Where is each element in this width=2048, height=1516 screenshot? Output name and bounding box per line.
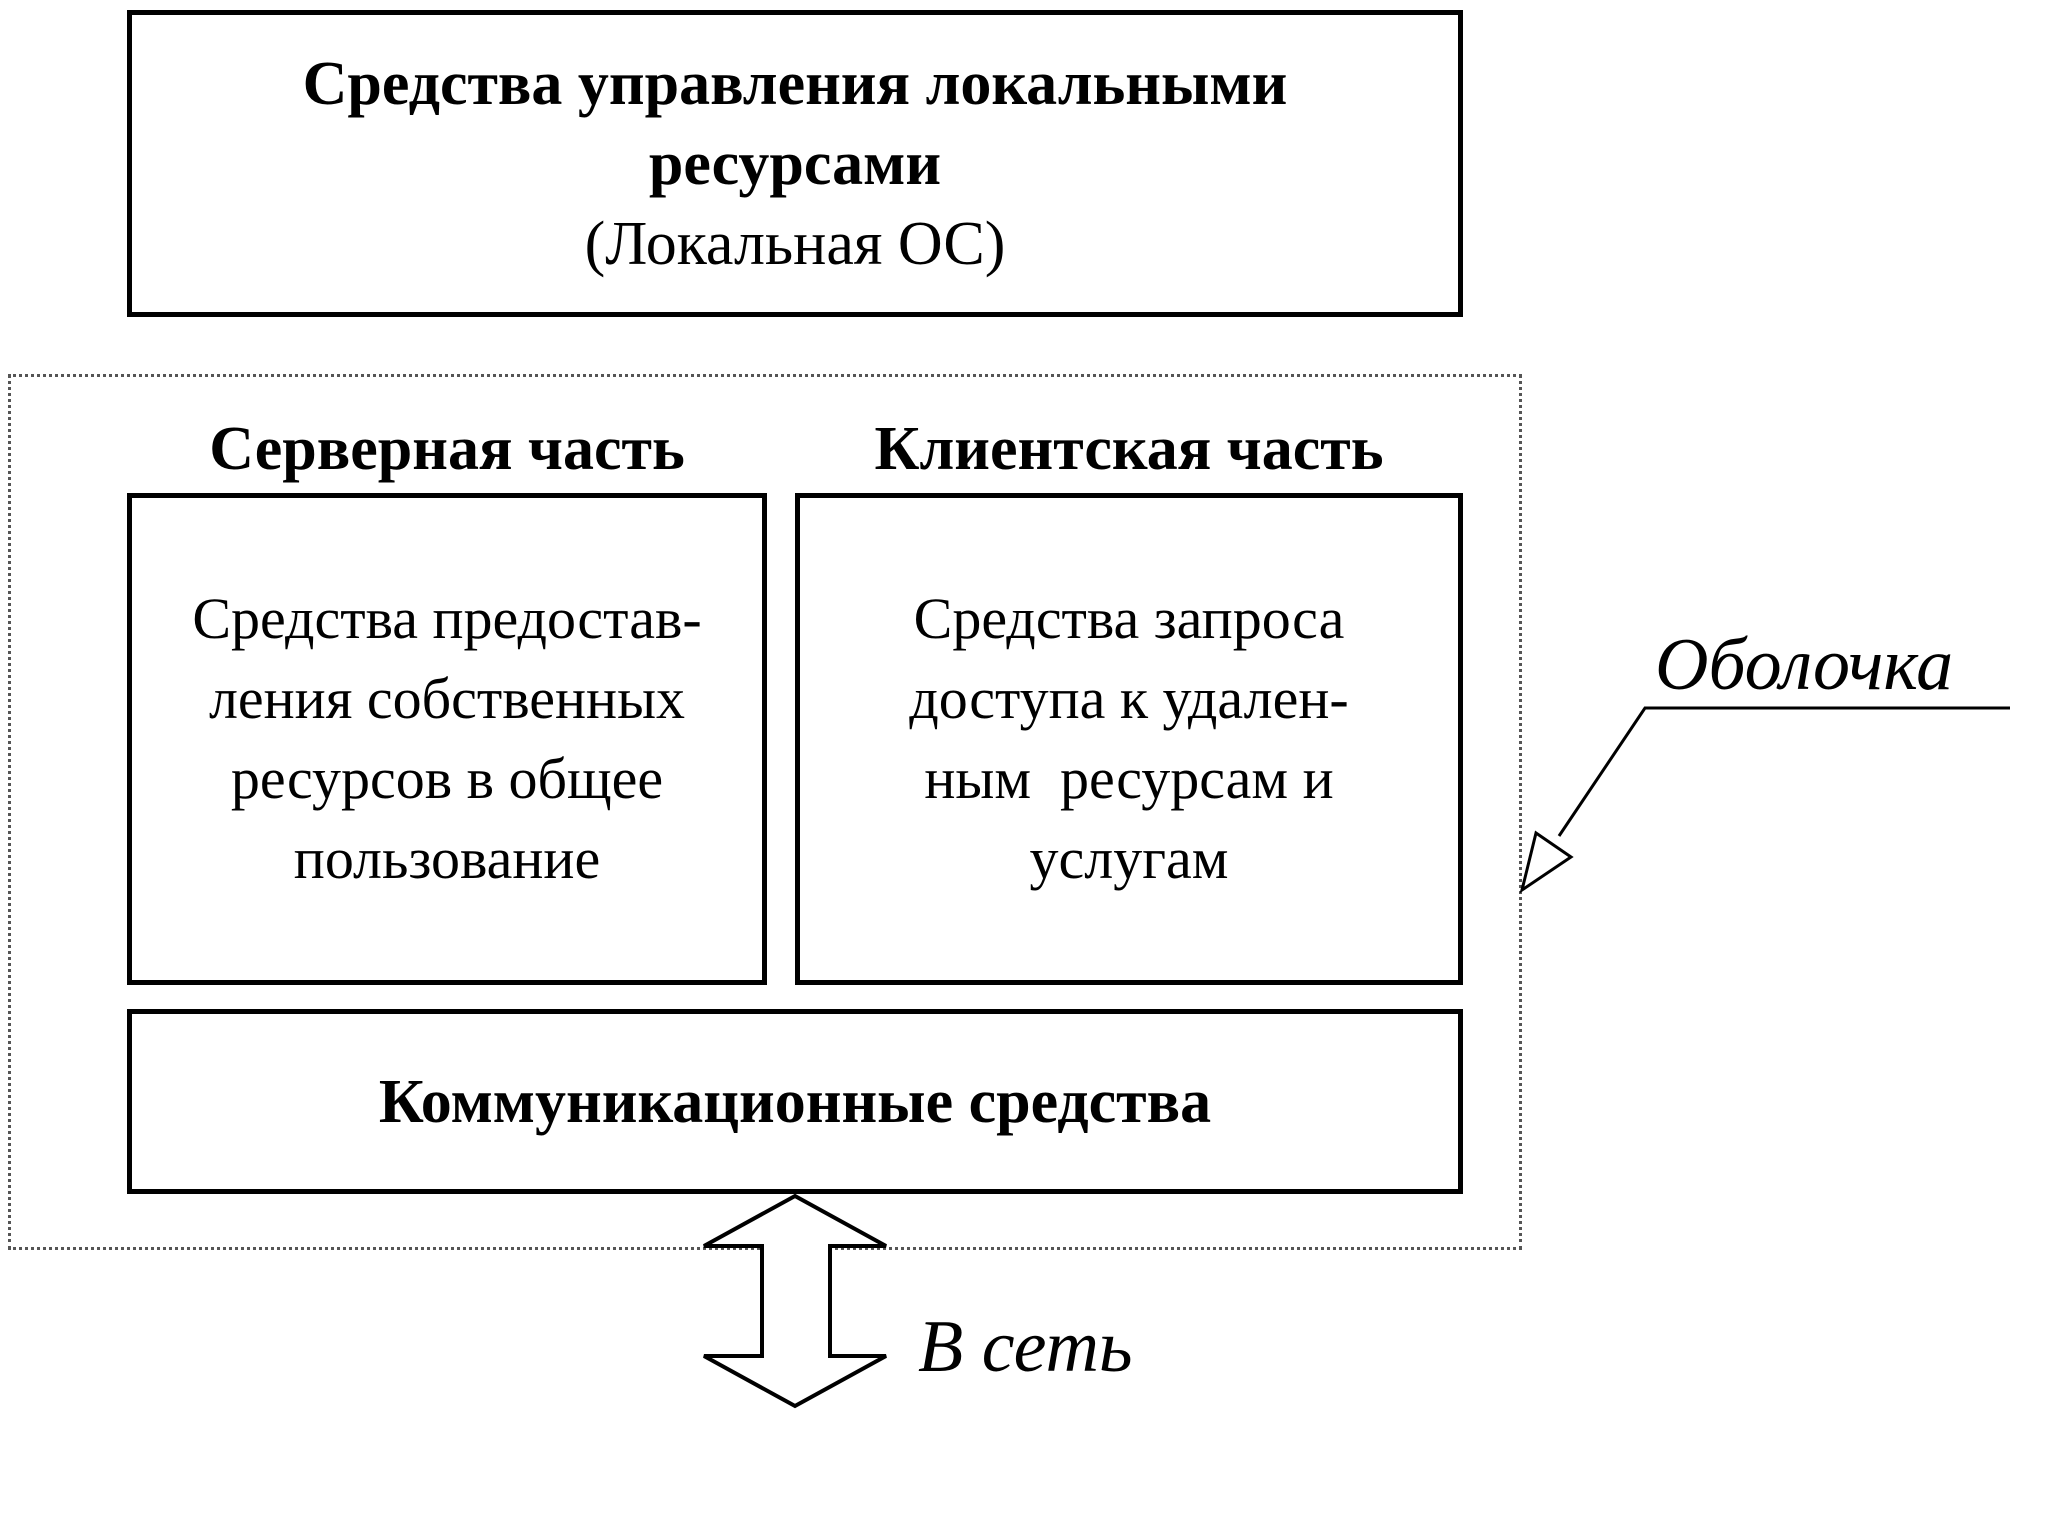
server-text-line-2: ления собственных [208, 666, 686, 731]
network-label: В сеть [918, 1306, 1133, 1388]
server-text-line-4: пользование [293, 826, 601, 891]
local-os-box: Средства управления локальными ресурсами… [127, 10, 1463, 317]
server-text-line-3: ресурсов в общее [230, 746, 664, 811]
client-part-heading: Клиентская часть [874, 415, 1384, 483]
local-os-subtitle: (Локальная ОС) [584, 209, 1006, 278]
server-part-box: Средства предостав- ления собственных ре… [127, 493, 767, 985]
client-text-line-3: ным ресурсам и [924, 746, 1334, 811]
communication-label: Коммуникационные средства [378, 1067, 1212, 1136]
client-text-line-4: услугам [1029, 826, 1229, 891]
shell-label: Оболочка [1655, 624, 1954, 706]
server-part-heading: Серверная часть [209, 415, 685, 483]
double-arrow-icon [703, 1193, 887, 1409]
arrow-pointer-icon [1519, 706, 2010, 894]
server-text-line-1: Средства предостав- [192, 586, 702, 651]
local-os-title-line-1: Средства управления локальными [302, 49, 1288, 118]
client-text-line-1: Средства запроса [913, 586, 1345, 651]
local-os-title-line-2: ресурсами [648, 129, 942, 198]
client-part-box: Средства запроса доступа к удален- ным р… [795, 493, 1463, 985]
communication-box: Коммуникационные средства [127, 1009, 1463, 1194]
client-text-line-2: доступа к удален- [909, 666, 1349, 731]
